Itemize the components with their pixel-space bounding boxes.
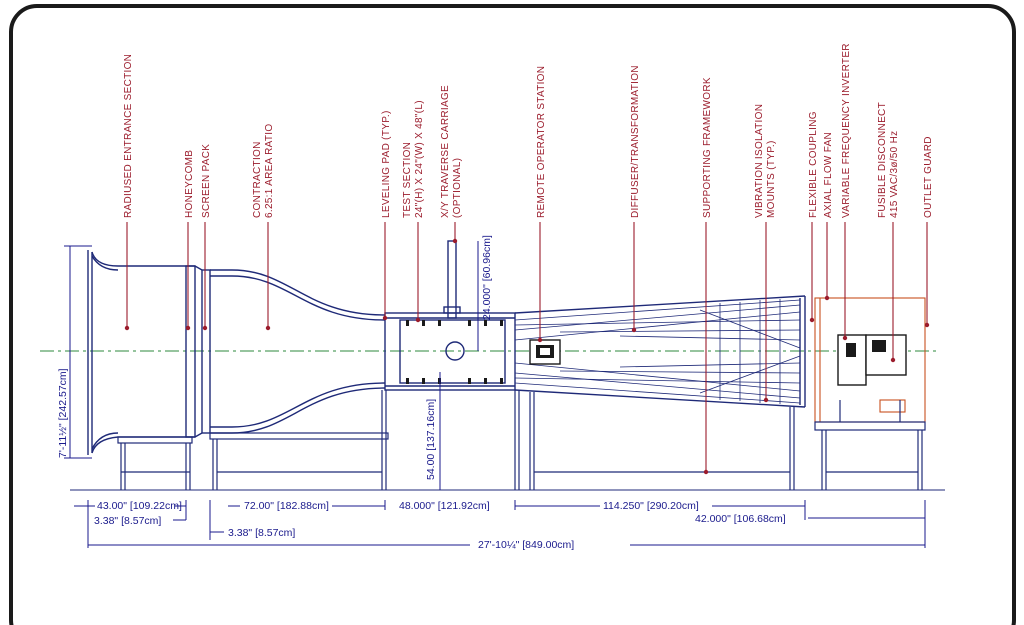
label-radiused-entrance: RADIUSED ENTRANCE SECTION [123, 54, 134, 218]
label-leveling-pad: LEVELING PAD (TYP.) [381, 110, 392, 218]
leader-dots [124, 238, 930, 475]
label-screen-pack: SCREEN PACK [201, 144, 212, 218]
label-fusible: FUSIBLE DISCONNECT [877, 102, 888, 218]
label-vibration: VIBRATION ISOLATION [754, 104, 765, 218]
label-axial-fan: AXIAL FLOW FAN [823, 132, 834, 218]
label-outlet-guard: OUTLET GUARD [923, 136, 934, 218]
diffuser-hatch [514, 299, 801, 404]
label-contraction: CONTRACTION [252, 141, 263, 218]
remote-operator-station [529, 339, 561, 365]
dimension-labels: 7'-11½" [242.57cm] 24.000" [60.96cm] 54.… [57, 235, 786, 551]
dim-height-overall: 7'-11½" [242.57cm] [57, 368, 69, 458]
dim-contraction: 72.00" [182.88cm] [244, 500, 329, 512]
label-vibration-mounts: MOUNTS (TYP.) [766, 140, 777, 218]
dim-fan: 42.000" [106.68cm] [695, 513, 786, 525]
label-test-section-size: 24"(H) X 24"(W) X 48"(L) [414, 100, 425, 218]
label-traverse: X/Y TRAVERSE CARRIAGE [440, 85, 451, 218]
dim-traverse-height: 24.000" [60.96cm] [481, 235, 493, 320]
dim-test-height: 54.00 [137.16cm] [425, 399, 437, 480]
dim-diffuser: 114.250" [290.20cm] [603, 500, 699, 512]
dim-entrance: 43.00" [109.22cm] [97, 500, 182, 512]
fan-motor [837, 334, 907, 386]
dim-screen: 3.38" [8.57cm] [228, 527, 295, 539]
label-fusible-rating: 415 VAC/3ø/50 Hz [889, 131, 900, 218]
label-traverse-optional: (OPTIONAL) [452, 158, 463, 218]
test-section-bolts [406, 320, 503, 384]
dim-test-length: 48.000" [121.92cm] [399, 500, 490, 512]
label-flexible-coupling: FLEXIBLE COUPLING [808, 111, 819, 218]
label-remote-operator: REMOTE OPERATOR STATION [536, 66, 547, 218]
dim-honeycomb: 3.38" [8.57cm] [94, 515, 161, 527]
component-labels: RADIUSED ENTRANCE SECTION HONEYCOMB SCRE… [123, 43, 934, 218]
label-area-ratio: 6.25:1 AREA RATIO [264, 124, 275, 218]
dim-overall: 27'-10¼" [849.00cm] [478, 539, 574, 551]
tunnel-outline [87, 240, 806, 455]
leader-lines [126, 222, 928, 472]
label-vfd: VARIABLE FREQUENCY INVERTER [841, 43, 852, 218]
label-diffuser: DIFFUSER/TRANSFORMATION [630, 65, 641, 218]
support-legs [117, 390, 926, 490]
drawing-frame [9, 4, 1016, 625]
label-test-section: TEST SECTION [402, 142, 413, 218]
label-supporting-framework: SUPPORTING FRAMEWORK [702, 77, 713, 218]
dimension-lines [64, 241, 926, 548]
label-honeycomb: HONEYCOMB [184, 150, 195, 218]
